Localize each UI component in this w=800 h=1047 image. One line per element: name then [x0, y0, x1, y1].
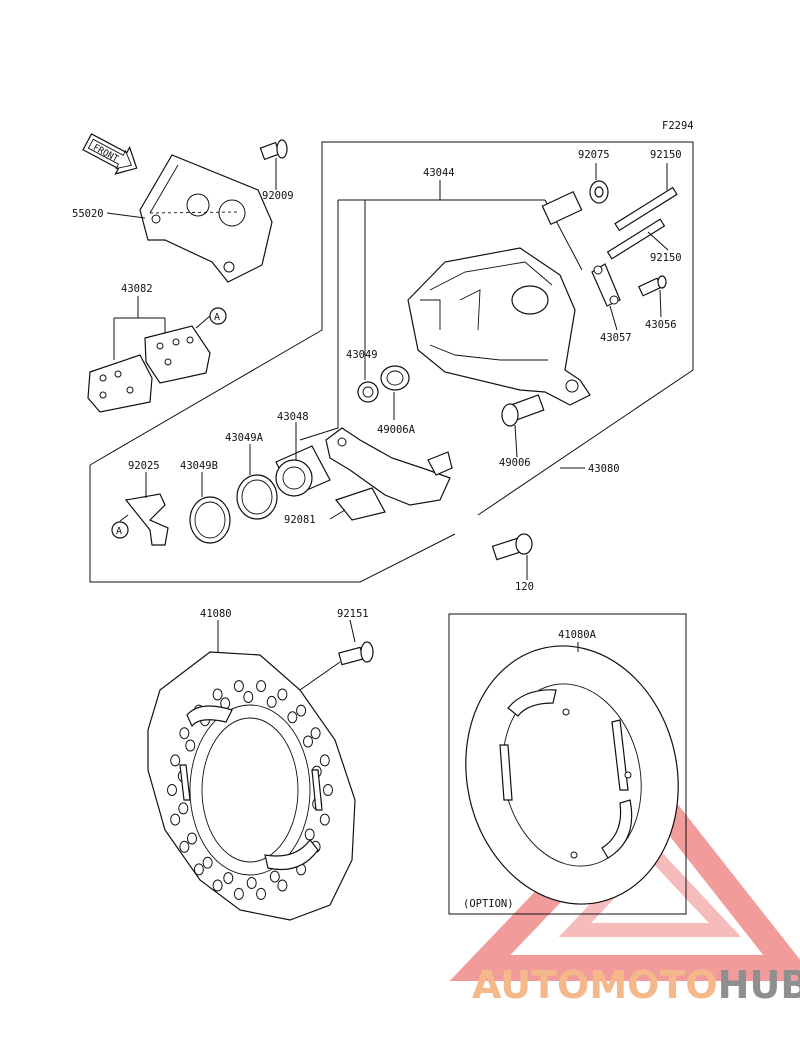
bolt-120 — [491, 533, 533, 561]
option-label: (OPTION) — [463, 898, 514, 910]
callout-43049A: 43049A — [225, 432, 264, 444]
callout-92150-upper: 92150 — [650, 149, 682, 161]
fitting-43056 — [638, 275, 667, 297]
brake-disc-41080A — [465, 645, 679, 905]
disc-hole — [193, 863, 204, 876]
bolt-92009 — [259, 139, 288, 161]
callout-49006: 49006 — [499, 457, 531, 469]
disc-hole — [296, 704, 307, 717]
front-arrow-icon: FRONT — [82, 133, 138, 175]
disc-hole — [170, 754, 181, 767]
disc-hole — [266, 695, 277, 708]
callout-43049: 43049 — [346, 349, 378, 361]
disc-hole — [185, 739, 196, 752]
caliper-frame — [299, 200, 339, 441]
clip-92025 — [124, 493, 169, 546]
seal-43049A — [236, 474, 278, 520]
callout-43057: 43057 — [600, 332, 632, 344]
svg-text:A: A — [214, 312, 220, 323]
callout-92075: 92075 — [578, 149, 610, 161]
reference-marker-a-top: A — [209, 307, 227, 325]
seal-43049 — [357, 381, 379, 403]
option-frame — [448, 613, 687, 915]
disc-hole — [277, 879, 288, 892]
disc-hole — [287, 711, 298, 724]
callout-92025: 92025 — [128, 460, 160, 472]
bolt-92151 — [338, 641, 374, 666]
callout-43082: 43082 — [121, 283, 153, 295]
callout-43080: 43080 — [588, 463, 620, 475]
reference-marker-a-bottom: A — [111, 521, 129, 539]
callout-92150-lower: 92150 — [650, 252, 682, 264]
disc-hole — [256, 887, 267, 900]
callout-43056: 43056 — [645, 319, 677, 331]
callout-92009: 92009 — [262, 190, 294, 202]
disc-hole — [246, 877, 257, 889]
disc-hole — [170, 813, 181, 826]
disc-hole — [212, 688, 223, 701]
disc-hole — [223, 872, 234, 885]
caliper-bracket-55020 — [139, 154, 273, 283]
bleeder-assembly — [541, 180, 609, 226]
disc-hole — [179, 727, 190, 740]
disc-hole — [319, 813, 330, 826]
disc-hole — [323, 784, 333, 796]
disc-hole — [178, 802, 189, 815]
boot-49006A — [380, 365, 410, 391]
disc-hole — [277, 688, 288, 701]
disc-hole — [202, 856, 213, 869]
disc-hole — [303, 735, 313, 748]
bolt-49006 — [501, 394, 545, 427]
piston-43048 — [275, 445, 331, 497]
disc-hole — [212, 879, 223, 892]
shim-92081 — [334, 487, 386, 521]
disc-hole — [187, 832, 197, 845]
disc-hole — [310, 727, 321, 740]
disc-hole — [167, 784, 177, 796]
leader-lines — [106, 158, 669, 691]
callout-43048: 43048 — [277, 411, 309, 423]
disc-hole — [233, 887, 244, 900]
callout-labels: 92009 55020 43082 43044 92075 92150 9215… — [72, 149, 682, 641]
callout-43049B: 43049B — [180, 460, 218, 472]
link-43057 — [591, 263, 621, 307]
callout-49006A: 49006A — [377, 424, 416, 436]
disc-hole — [243, 691, 254, 703]
disc-hole — [304, 828, 315, 841]
disc-hole — [256, 680, 267, 693]
disc-hole — [179, 840, 190, 853]
caliper-holder — [325, 427, 453, 506]
figure-code: F2294 — [662, 120, 694, 132]
disc-hole — [233, 680, 244, 693]
callout-41080A: 41080A — [558, 629, 597, 641]
caliper-body-43044 — [407, 247, 591, 406]
assembly-frame — [89, 141, 694, 516]
disc-hole — [319, 754, 330, 767]
disc-hole — [269, 870, 280, 883]
watermark-text: AUTOMOTOHUB — [472, 963, 800, 1007]
callout-92151: 92151 — [337, 608, 369, 620]
callout-92081: 92081 — [284, 514, 316, 526]
callout-55020: 55020 — [72, 208, 104, 220]
brake-disc-41080 — [147, 651, 356, 921]
svg-text:A: A — [116, 526, 122, 537]
callout-41080: 41080 — [200, 608, 232, 620]
brake-pads-43082 — [87, 325, 211, 413]
callout-43044: 43044 — [423, 167, 455, 179]
pins-92150 — [606, 186, 678, 260]
callout-120: 120 — [515, 581, 534, 593]
seal-43049B — [189, 496, 231, 544]
